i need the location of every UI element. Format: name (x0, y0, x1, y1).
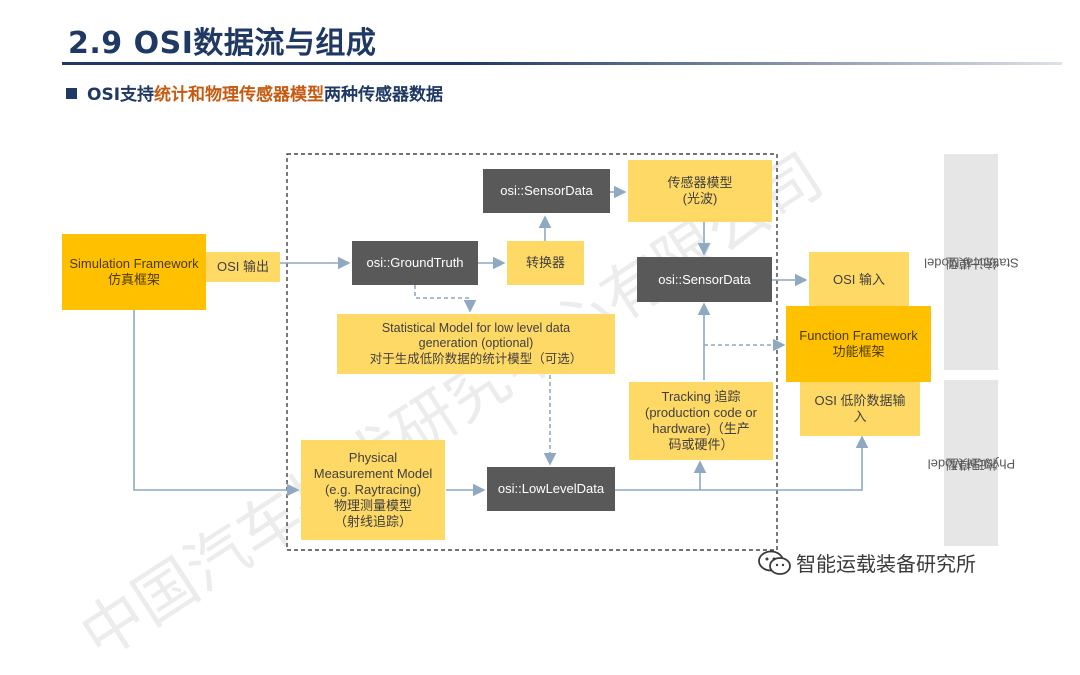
wechat-logo: 智能运载装备研究所 (758, 548, 976, 577)
lowleveldata-box: osi::LowLevelData (487, 467, 615, 511)
arrow-lowlevel-to-low-input (615, 435, 869, 491)
sensordata-top-box: osi::SensorData (483, 169, 610, 213)
tracking-line4: 码或硬件） (668, 436, 734, 452)
physical-line3: (e.g. Raytracing) (324, 482, 422, 498)
sim-framework-en: Simulation Framework (69, 256, 199, 272)
page-title: 2.9 OSI数据流与组成 (68, 26, 377, 61)
groundtruth-label: osi::GroundTruth (366, 255, 464, 271)
subtitle-suffix: 两种传感器数据 (324, 85, 444, 105)
physical-line2: Measurement Model (313, 466, 433, 482)
subtitle-prefix: OSI支持 (87, 85, 155, 105)
dashed-frame (286, 153, 778, 551)
sim-framework-cn: 仿真框架 (107, 272, 160, 287)
bullet-square-icon (66, 88, 77, 99)
sensordata-mid-box: osi::SensorData (637, 257, 772, 302)
statistical-line2: generation (optional) (418, 336, 534, 351)
page-subtitle: OSI支持统计和物理传感器模型两种传感器数据 (66, 80, 443, 105)
tracking-line2: (production code or (644, 405, 757, 421)
lowleveldata-label: osi::LowLevelData (497, 481, 605, 497)
osi-low-input-box: OSI 低阶数据输入 (800, 382, 920, 436)
converter-label: 转换器 (525, 255, 565, 271)
arrow-groundtruth-to-statistical (414, 285, 477, 313)
osi-low-input-line1: OSI 低阶数据输 (814, 393, 906, 409)
osi-low-input-line2: 入 (853, 409, 867, 424)
physical-line5: （射线追踪） (333, 513, 412, 529)
groundtruth-box: osi::GroundTruth (352, 241, 478, 285)
sensordata-top-label: osi::SensorData (500, 183, 593, 199)
osi-input-label: OSI 输入 (832, 271, 885, 287)
connectors (133, 153, 869, 551)
logo-text: 智能运载装备研究所 (796, 552, 976, 576)
statistical-line1: Statistical Model for low level data (381, 321, 571, 336)
sensor-model-sub: (光波) (682, 191, 718, 206)
subtitle-highlight: 统计和物理传感器模型 (154, 85, 325, 105)
side-physical-en: Physical Model (927, 456, 1015, 472)
tracking-line3: hardware)（生产 (652, 421, 750, 436)
osi-input-box: OSI 输入 (809, 252, 909, 307)
function-framework-cn: 功能框架 (832, 344, 885, 359)
side-statistical-en: Statistical Model (923, 255, 1019, 271)
physical-line4: 物理测量模型 (333, 497, 412, 513)
title-underline (62, 62, 1062, 65)
sensor-model-box: 传感器模型(光波) (628, 160, 772, 222)
sensor-model-cn: 传感器模型 (667, 175, 733, 191)
function-framework-en: Function Framework (799, 328, 918, 344)
converter-box: 转换器 (507, 241, 584, 285)
arrow-sim-to-physical (133, 292, 300, 497)
wechat-icon (758, 550, 791, 575)
osi-output-box: OSI 输出 (206, 252, 280, 282)
osi-output-label: OSI 输出 (216, 259, 269, 275)
sensordata-mid-label: osi::SensorData (658, 271, 751, 287)
tracking-line1: Tracking 追踪 (661, 389, 741, 405)
physical-line1: Physical (348, 450, 398, 466)
statistical-line3: 对于生成低阶数据的统计模型（可选） (369, 351, 583, 366)
